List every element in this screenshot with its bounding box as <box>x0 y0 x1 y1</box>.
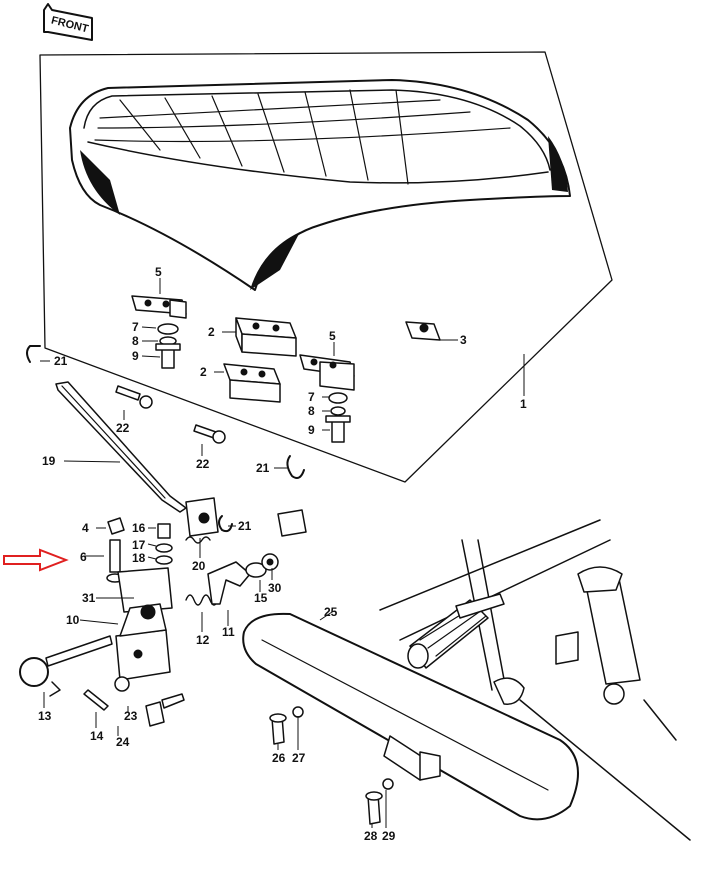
label-part-3: 3 <box>460 333 467 347</box>
footrest <box>407 593 505 669</box>
left-hardware <box>155 323 181 369</box>
front-badge: FRONT <box>43 3 93 41</box>
label-part-28: 28 <box>364 829 378 843</box>
label-part-9-right: 9 <box>308 423 315 437</box>
retaining-clip-left <box>26 345 41 363</box>
label-part-21-center: 21 <box>256 461 270 475</box>
label-part-19: 19 <box>42 454 56 468</box>
label-part-17: 17 <box>132 538 146 552</box>
label-part-5-left: 5 <box>155 265 162 279</box>
label-part-11: 11 <box>222 625 235 639</box>
seat-lock-rod <box>55 381 187 513</box>
label-part-8-right: 8 <box>308 404 315 418</box>
seat-hinge-bracket-right <box>299 354 355 391</box>
label-part-5-right: 5 <box>329 329 336 343</box>
label-part-22-lower: 22 <box>196 457 210 471</box>
label-part-8-left: 8 <box>132 334 139 348</box>
retaining-clip-lock <box>218 515 233 533</box>
label-part-2-lower: 2 <box>200 365 207 379</box>
label-part-14: 14 <box>90 729 104 743</box>
label-part-6: 6 <box>80 550 87 564</box>
seat-hinge-bracket-left <box>131 295 187 319</box>
hinge-pin-upper <box>115 385 153 409</box>
label-part-7-left: 7 <box>132 320 139 334</box>
label-part-27: 27 <box>292 751 306 765</box>
label-part-10: 10 <box>66 613 80 627</box>
hardware-stack-center <box>155 523 173 565</box>
label-part-1: 1 <box>520 397 527 411</box>
rubber-damper-upper <box>235 317 297 357</box>
rubber-damper-lower <box>223 363 281 403</box>
lock-bracket <box>185 497 307 537</box>
label-part-31: 31 <box>82 591 96 605</box>
label-part-21-lock: 21 <box>238 519 252 533</box>
leader-lines <box>40 278 525 828</box>
retaining-clip-center <box>286 455 305 479</box>
label-part-15: 15 <box>254 591 268 605</box>
hinge-pin-lower <box>193 424 226 444</box>
label-part-24: 24 <box>116 735 130 749</box>
label-part-16: 16 <box>132 521 146 535</box>
label-part-26: 26 <box>272 751 286 765</box>
assembly-frame <box>39 51 613 483</box>
right-hardware <box>325 392 351 443</box>
label-part-2-upper: 2 <box>208 325 215 339</box>
label-part-21-left: 21 <box>54 354 68 368</box>
key <box>145 693 185 727</box>
label-part-25: 25 <box>324 605 338 619</box>
label-part-9-left: 9 <box>132 349 139 363</box>
lock-knob <box>19 635 113 687</box>
label-part-18: 18 <box>132 551 146 565</box>
label-part-30: 30 <box>268 581 282 595</box>
label-part-23: 23 <box>124 709 138 723</box>
label-part-7-right: 7 <box>308 390 315 404</box>
label-part-29: 29 <box>382 829 396 843</box>
lock-pin <box>49 681 109 711</box>
seat-lock-body <box>114 567 173 692</box>
frame-tubes <box>379 519 691 841</box>
part-labels: 1 2 2 3 4 5 5 6 7 7 8 8 9 9 10 11 12 13 … <box>38 265 527 843</box>
chain-case <box>242 612 579 821</box>
lock-catch-plate <box>207 561 251 605</box>
label-part-20: 20 <box>192 559 206 573</box>
label-part-4: 4 <box>82 521 89 535</box>
label-part-22-upper: 22 <box>116 421 130 435</box>
label-part-13: 13 <box>38 709 52 723</box>
chain-case-screws <box>269 706 394 825</box>
rear-shock <box>577 566 677 741</box>
seat <box>69 79 571 291</box>
seat-stopper <box>405 321 441 341</box>
callout-arrow <box>3 548 69 572</box>
label-part-12: 12 <box>196 633 210 647</box>
bushing-and-washer <box>245 553 279 578</box>
